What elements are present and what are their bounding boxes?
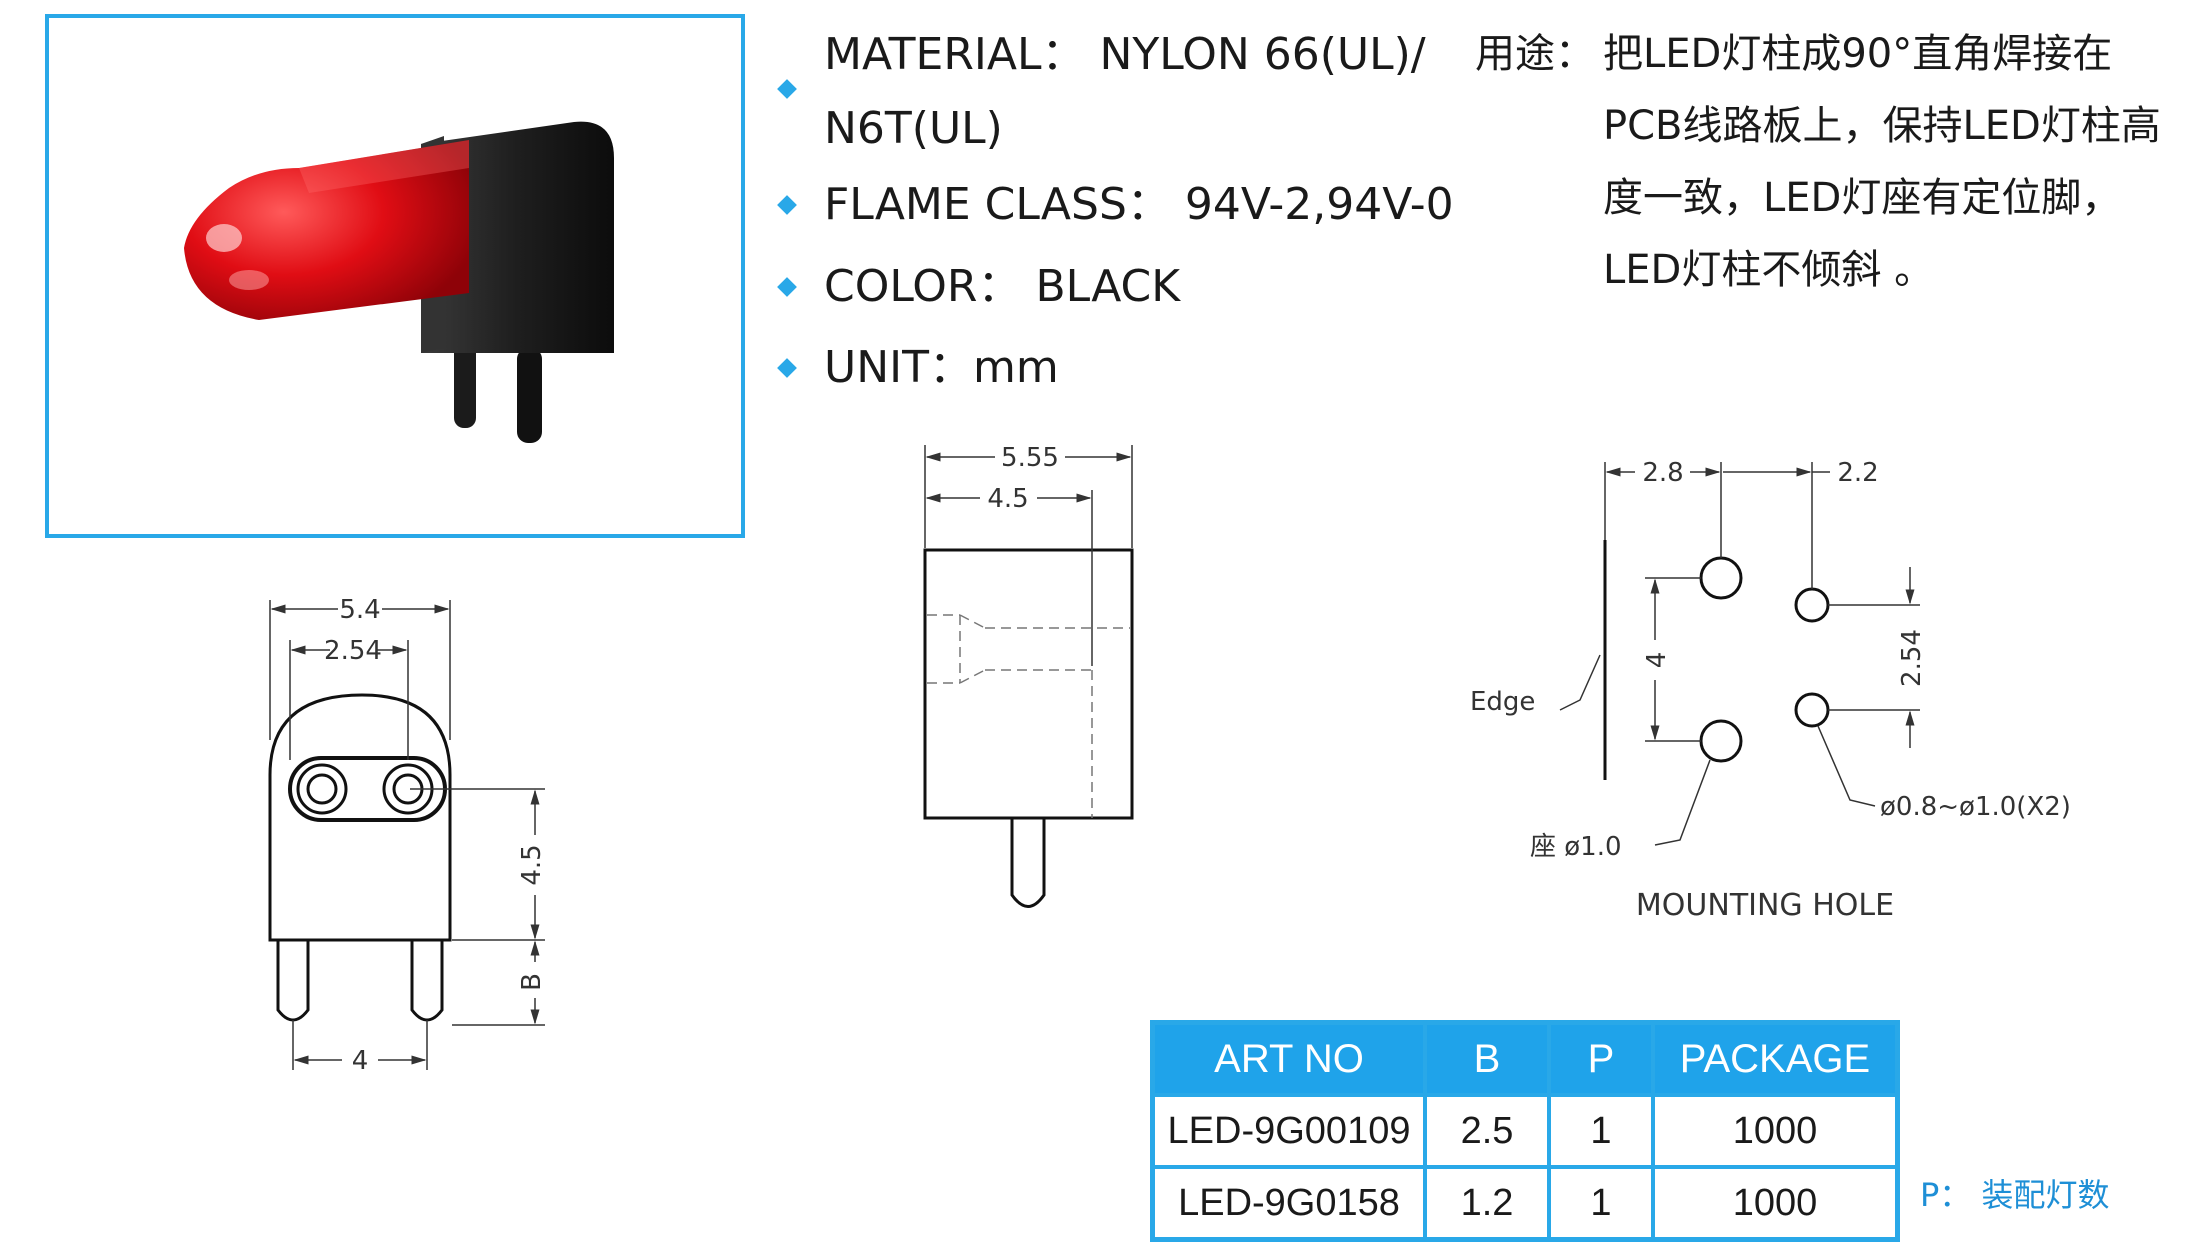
side-hidden-lines [927, 614, 1130, 818]
table-row: LED-9G0158 1.2 1 1000 [1150, 1165, 1900, 1242]
front-view [268, 693, 452, 1022]
header-p: P [1547, 1022, 1655, 1095]
parts-table-wrap: ART NO B P PACKAGE LED-9G00109 2.5 1 100… [1150, 1020, 1900, 1242]
spec-material-line2: N6T(UL) [824, 103, 1003, 154]
mounting-dimension-lines [1559, 462, 1920, 846]
front-dimension-lines [269, 600, 545, 1070]
header-package: PACKAGE [1651, 1022, 1900, 1095]
mounting-dim-left: 2.8 [1642, 458, 1683, 488]
seat-hole-top [1699, 556, 1743, 600]
front-pin-left [276, 940, 310, 1022]
spec-color-text: COLOR： BLACK [824, 261, 1181, 312]
front-dim-width: 5.4 [339, 595, 380, 625]
front-hole-left-inner [306, 773, 338, 805]
usage-line: 把LED灯柱成90°直角焊接在 [1603, 31, 2113, 77]
side-body-outline [923, 548, 1134, 820]
pin-hole-bottom [1794, 692, 1830, 728]
front-pin-right [410, 940, 444, 1022]
side-dim-inner: 4.5 [987, 484, 1028, 514]
spec-unit-text: UNIT：mm [824, 342, 1059, 393]
table-row: LED-9G00109 2.5 1 1000 [1150, 1093, 1900, 1169]
mounting-dim-pitch: 2.54 [1897, 629, 1927, 687]
header-b: B [1423, 1022, 1551, 1095]
cell-art-no: LED-9G0158 [1150, 1165, 1427, 1242]
mounting-hole-view [1603, 540, 1830, 780]
cell-package: 1000 [1651, 1093, 1900, 1169]
p-note: P： 装配灯数 [1920, 1176, 2110, 1214]
mounting-dim-right: 2.2 [1837, 458, 1878, 488]
cell-package: 1000 [1651, 1165, 1900, 1242]
front-dim-pin-spacing: 4 [352, 1046, 369, 1076]
mounting-title: MOUNTING HOLE [1636, 888, 1894, 923]
header-art-no: ART NO [1150, 1022, 1427, 1095]
side-dimension-lines [924, 445, 1133, 666]
side-pin [1010, 818, 1046, 908]
front-dim-b: B [517, 973, 547, 991]
front-hole-left [296, 763, 348, 815]
hole-label: ø0.8~ø1.0(X2) [1880, 792, 2071, 822]
pin-hole-top [1794, 587, 1830, 623]
spec-flame-text: FLAME CLASS： 94V-2,94V-0 [824, 179, 1454, 230]
front-body-outline [268, 693, 452, 942]
usage-label: 用途： [1475, 31, 1595, 77]
spec-material-line1: MATERIAL： NYLON 66(UL)/ [824, 29, 1426, 80]
table-header-row: ART NO B P PACKAGE [1150, 1022, 1900, 1095]
cell-p: 1 [1547, 1093, 1655, 1169]
front-dim-height: 4.5 [517, 844, 547, 885]
usage-line: LED灯柱不倾斜 。 [1603, 247, 1935, 293]
mounting-dim-vertical: 4 [1642, 652, 1672, 669]
side-dim-total: 5.55 [1001, 443, 1059, 473]
parts-table: ART NO B P PACKAGE LED-9G00109 2.5 1 100… [1150, 1020, 1900, 1242]
side-view [923, 548, 1134, 908]
cell-b: 1.2 [1423, 1165, 1551, 1242]
seat-label: 座 ø1.0 [1530, 832, 1622, 862]
cell-art-no: LED-9G00109 [1150, 1093, 1427, 1169]
edge-label: Edge [1470, 687, 1535, 717]
led-holder-illustration [184, 121, 614, 443]
product-photo [45, 14, 745, 538]
cell-p: 1 [1547, 1165, 1655, 1242]
usage-line: 度一致，LED灯座有定位脚， [1603, 175, 2122, 221]
usage-line: PCB线路板上，保持LED灯柱高 [1603, 103, 2161, 149]
front-dim-pitch: 2.54 [324, 636, 382, 666]
seat-hole-bottom [1699, 719, 1743, 763]
cell-b: 2.5 [1423, 1093, 1551, 1169]
